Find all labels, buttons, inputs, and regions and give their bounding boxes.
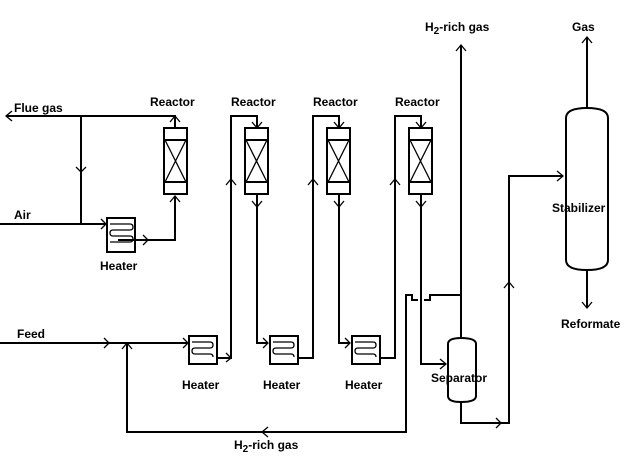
reactor-label: Reactor: [395, 95, 440, 109]
heater-3: [351, 335, 381, 365]
heater-label: Heater: [345, 378, 383, 392]
stabilizer-vessel: [565, 35, 609, 310]
heater-2: [269, 335, 299, 365]
h2-rich-gas-recycle-label: H2-rich gas: [234, 438, 299, 455]
feed-label: Feed: [17, 327, 45, 341]
reactor-label: Reactor: [313, 95, 358, 109]
reactor-label: Reactor: [231, 95, 276, 109]
heater-1: [188, 335, 218, 365]
reactor-2: [244, 127, 269, 195]
heater-label: Heater: [182, 378, 220, 392]
heater-air-label: Heater: [100, 259, 138, 273]
stabilizer-label: Stabilizer: [552, 201, 606, 215]
stage-piping: [217, 115, 448, 370]
separator-vessel: [447, 170, 565, 429]
reactor-4: [408, 127, 433, 195]
air-line: [0, 194, 181, 246]
flue-gas-line: [4, 110, 181, 224]
h2-gas-lines: [121, 43, 467, 438]
reactor-3: [326, 127, 351, 195]
h2-rich-gas-top-label: H2-rich gas: [425, 20, 490, 37]
reactor-1: [163, 127, 188, 195]
gas-label: Gas: [572, 20, 595, 34]
heater-air: [106, 217, 136, 253]
separator-label: Separator: [431, 371, 487, 385]
air-label: Air: [14, 208, 31, 222]
heater-label: Heater: [263, 378, 301, 392]
reactor-label: Reactor: [150, 95, 195, 109]
reformate-label: Reformate: [561, 317, 621, 331]
flue-gas-label: Flue gas: [14, 101, 63, 115]
